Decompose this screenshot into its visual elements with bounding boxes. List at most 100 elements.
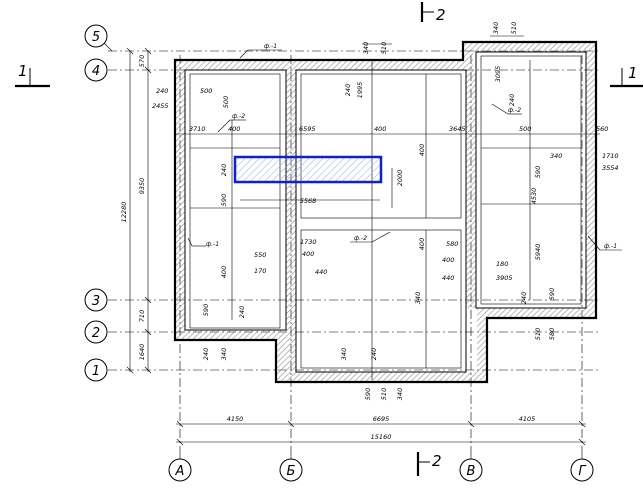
dim-bottom-total: 15160 [371, 433, 392, 441]
dim-pit-depth: 2000 [396, 170, 404, 187]
axis-label-3: 3 [92, 294, 100, 309]
dim-other: 240 [370, 348, 378, 360]
callout-fm2-left: ф.-2 [232, 113, 245, 120]
dim-bottom-2: 6695 [373, 415, 390, 423]
dim-top-4: 510 [510, 22, 518, 34]
section-marker-left: 1 [15, 62, 50, 88]
dim-left-total: 12280 [120, 202, 128, 223]
dim-other: 240 [508, 94, 516, 106]
other-dimensions: 240 500 2455 500 3710 400 6595 400 3645 … [152, 66, 619, 400]
dim-other: 510 [534, 328, 542, 340]
dim-other: 240 [220, 164, 228, 176]
dim-other: 3710 [189, 125, 206, 133]
dim-other: 580 [548, 328, 556, 340]
highlighted-pit[interactable] [233, 155, 383, 184]
bottom-dimension-chain: 4150 6695 4105 15160 [176, 415, 586, 446]
dim-other: 400 [418, 238, 426, 250]
dim-other: 400 [220, 266, 228, 278]
dim-other: 6595 [299, 125, 316, 133]
dim-other: 400 [418, 144, 426, 156]
dim-bottom-1: 4150 [227, 415, 244, 423]
callout-fm1-right: ф.-1 [604, 243, 617, 250]
section-label-right: 1 [628, 64, 638, 82]
interior-lines [176, 55, 600, 380]
dim-left-2: 710 [138, 310, 146, 322]
section-label-left: 1 [18, 62, 28, 80]
dim-other: 440 [315, 268, 327, 276]
dim-top-1: 340 [362, 42, 370, 54]
callout-fm2-right: ф.-2 [508, 107, 521, 114]
dim-other: 590 [534, 166, 542, 178]
axis-bubble-a: А [168, 458, 192, 482]
axis-bubble-5: 5 [84, 24, 108, 48]
dim-other: 400 [228, 125, 240, 133]
dim-other: 3645 [449, 125, 466, 133]
dim-top-2: 510 [380, 42, 388, 54]
dim-other: 240 [238, 306, 246, 318]
axis-label-v: В [467, 464, 476, 479]
dim-top-3: 340 [492, 22, 500, 34]
dim-other: 240 [344, 84, 352, 96]
callouts: ф.-1 ф.-2 ф.-1 ф.-2 ф.-2 ф.-1 [187, 43, 622, 251]
dim-other: 3095 [494, 66, 502, 83]
dim-pit-length: 5568 [300, 197, 317, 205]
dim-other: 4530 [530, 188, 538, 205]
callout-fm2-center: ф.-2 [354, 235, 367, 242]
dim-left-3: 9350 [138, 178, 146, 195]
section-marker-right: 1 [610, 64, 643, 88]
left-dimension-chain: 1640 710 9350 570 12280 [120, 47, 152, 374]
axis-label-2: 2 [92, 326, 100, 341]
dim-other: 400 [302, 250, 314, 258]
top-wall-dimensions: 340 510 340 510 [362, 22, 524, 54]
axis-label-g: Г [578, 464, 587, 479]
axis-label-b: Б [287, 464, 296, 479]
section-marker-top: 2 [420, 2, 446, 24]
callout-fm1-left: ф.-1 [206, 241, 219, 248]
axis-bubble-1: 1 [84, 358, 108, 382]
dim-other: 240 [156, 87, 168, 95]
callout-fm1-top: ф.-1 [264, 43, 277, 50]
dim-other: 1995 [356, 82, 364, 99]
axis-label-a: А [175, 464, 185, 479]
dim-bottom-3: 4105 [519, 415, 536, 423]
dim-other: 340 [414, 292, 422, 304]
axis-bubble-3: 3 [84, 288, 108, 312]
dim-other: 400 [442, 256, 454, 264]
dim-other: 580 [446, 240, 458, 248]
dim-other: 500 [200, 87, 212, 95]
axis-label-4: 4 [92, 64, 100, 79]
dim-other: 2455 [152, 102, 169, 110]
dim-other: 340 [550, 152, 562, 160]
axis-bubble-4: 4 [84, 58, 108, 82]
dim-other: 5940 [534, 244, 542, 261]
dim-other: 240 [202, 348, 210, 360]
dim-other: 3905 [496, 274, 513, 282]
axis-label-5: 5 [92, 30, 100, 45]
dim-left-1: 1640 [138, 344, 146, 361]
axis-bubble-b: Б [279, 458, 303, 482]
axis-bubble-g: Г [570, 458, 594, 482]
section-marker-bottom: 2 [416, 452, 442, 476]
dim-other: 500 [222, 96, 230, 108]
dim-other: 590 [364, 388, 372, 400]
dim-left-4: 570 [138, 55, 146, 67]
dim-other: 560 [596, 125, 608, 133]
dim-other: 440 [442, 274, 454, 282]
dim-other: 590 [202, 304, 210, 316]
axis-bubble-v: В [459, 458, 483, 482]
section-label-bottom: 2 [432, 452, 442, 470]
dim-other: 340 [396, 388, 404, 400]
dim-other: 240 [520, 292, 528, 304]
dim-other: 180 [496, 260, 508, 268]
dim-other: 590 [548, 288, 556, 300]
section-label-top: 2 [436, 6, 446, 24]
dim-other: 1730 [300, 238, 317, 246]
dim-other: 590 [220, 194, 228, 206]
axis-label-1: 1 [92, 364, 100, 379]
dim-other: 1710 [602, 152, 619, 160]
dim-other: 550 [254, 251, 266, 259]
dim-other: 500 [519, 125, 531, 133]
dim-other: 340 [220, 348, 228, 360]
dim-other: 3554 [602, 164, 619, 172]
